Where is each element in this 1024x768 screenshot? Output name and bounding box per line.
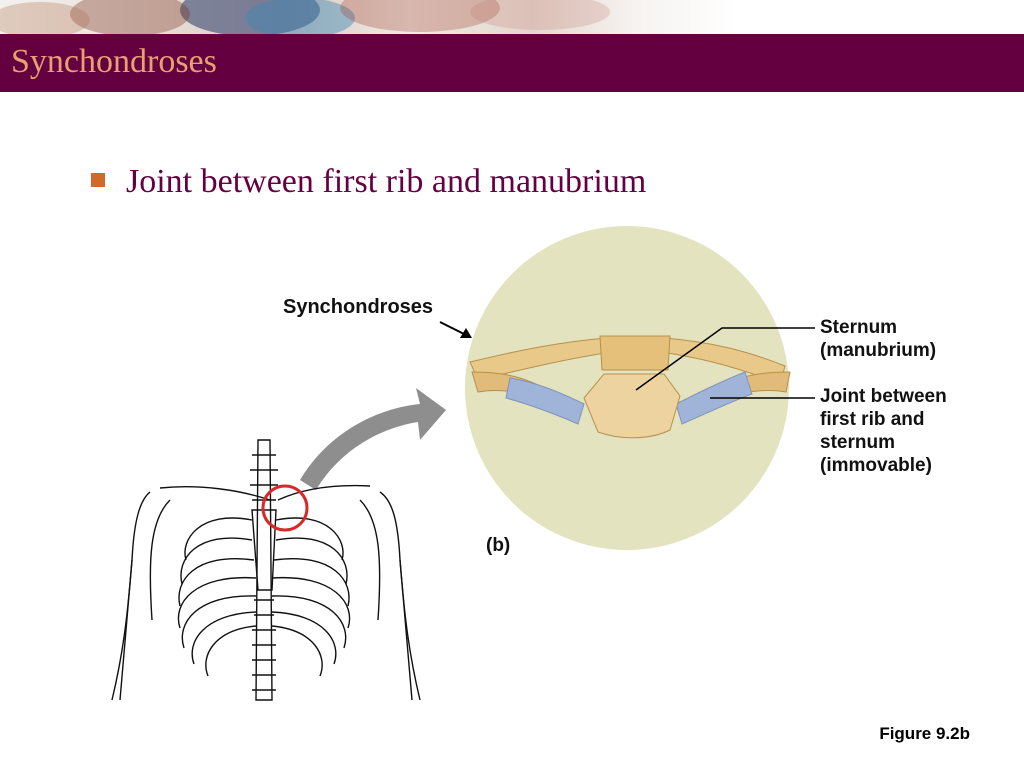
slide-title: Synchondroses	[11, 43, 217, 80]
bullet-marker	[91, 173, 105, 187]
callout-arrowhead	[460, 328, 472, 338]
joint-label-line2: first rib and	[820, 409, 925, 430]
sternum-leader-line	[635, 327, 815, 391]
zoom-arrow-icon	[300, 388, 446, 490]
sternum-label-line2: (manubrium)	[820, 340, 937, 361]
manubrium-illustration	[469, 335, 791, 439]
skeleton-illustration	[111, 439, 421, 701]
joint-label-line4: (immovable)	[820, 455, 932, 476]
synchondroses-callout-label: Synchondroses	[283, 296, 434, 318]
highlight-ring	[261, 484, 309, 532]
panel-label: (b)	[486, 535, 511, 556]
header-art	[0, 0, 610, 34]
sternum-label-line1: Sternum	[820, 317, 898, 338]
title-bar	[0, 34, 1024, 92]
figure-caption: Figure 9.2b	[879, 724, 970, 743]
joint-label-line1: Joint between	[820, 386, 947, 407]
joint-label-line3: sternum	[820, 432, 895, 453]
bullet-text: Joint between first rib and manubrium	[126, 163, 647, 200]
decorative-header-banner	[0, 0, 1024, 34]
